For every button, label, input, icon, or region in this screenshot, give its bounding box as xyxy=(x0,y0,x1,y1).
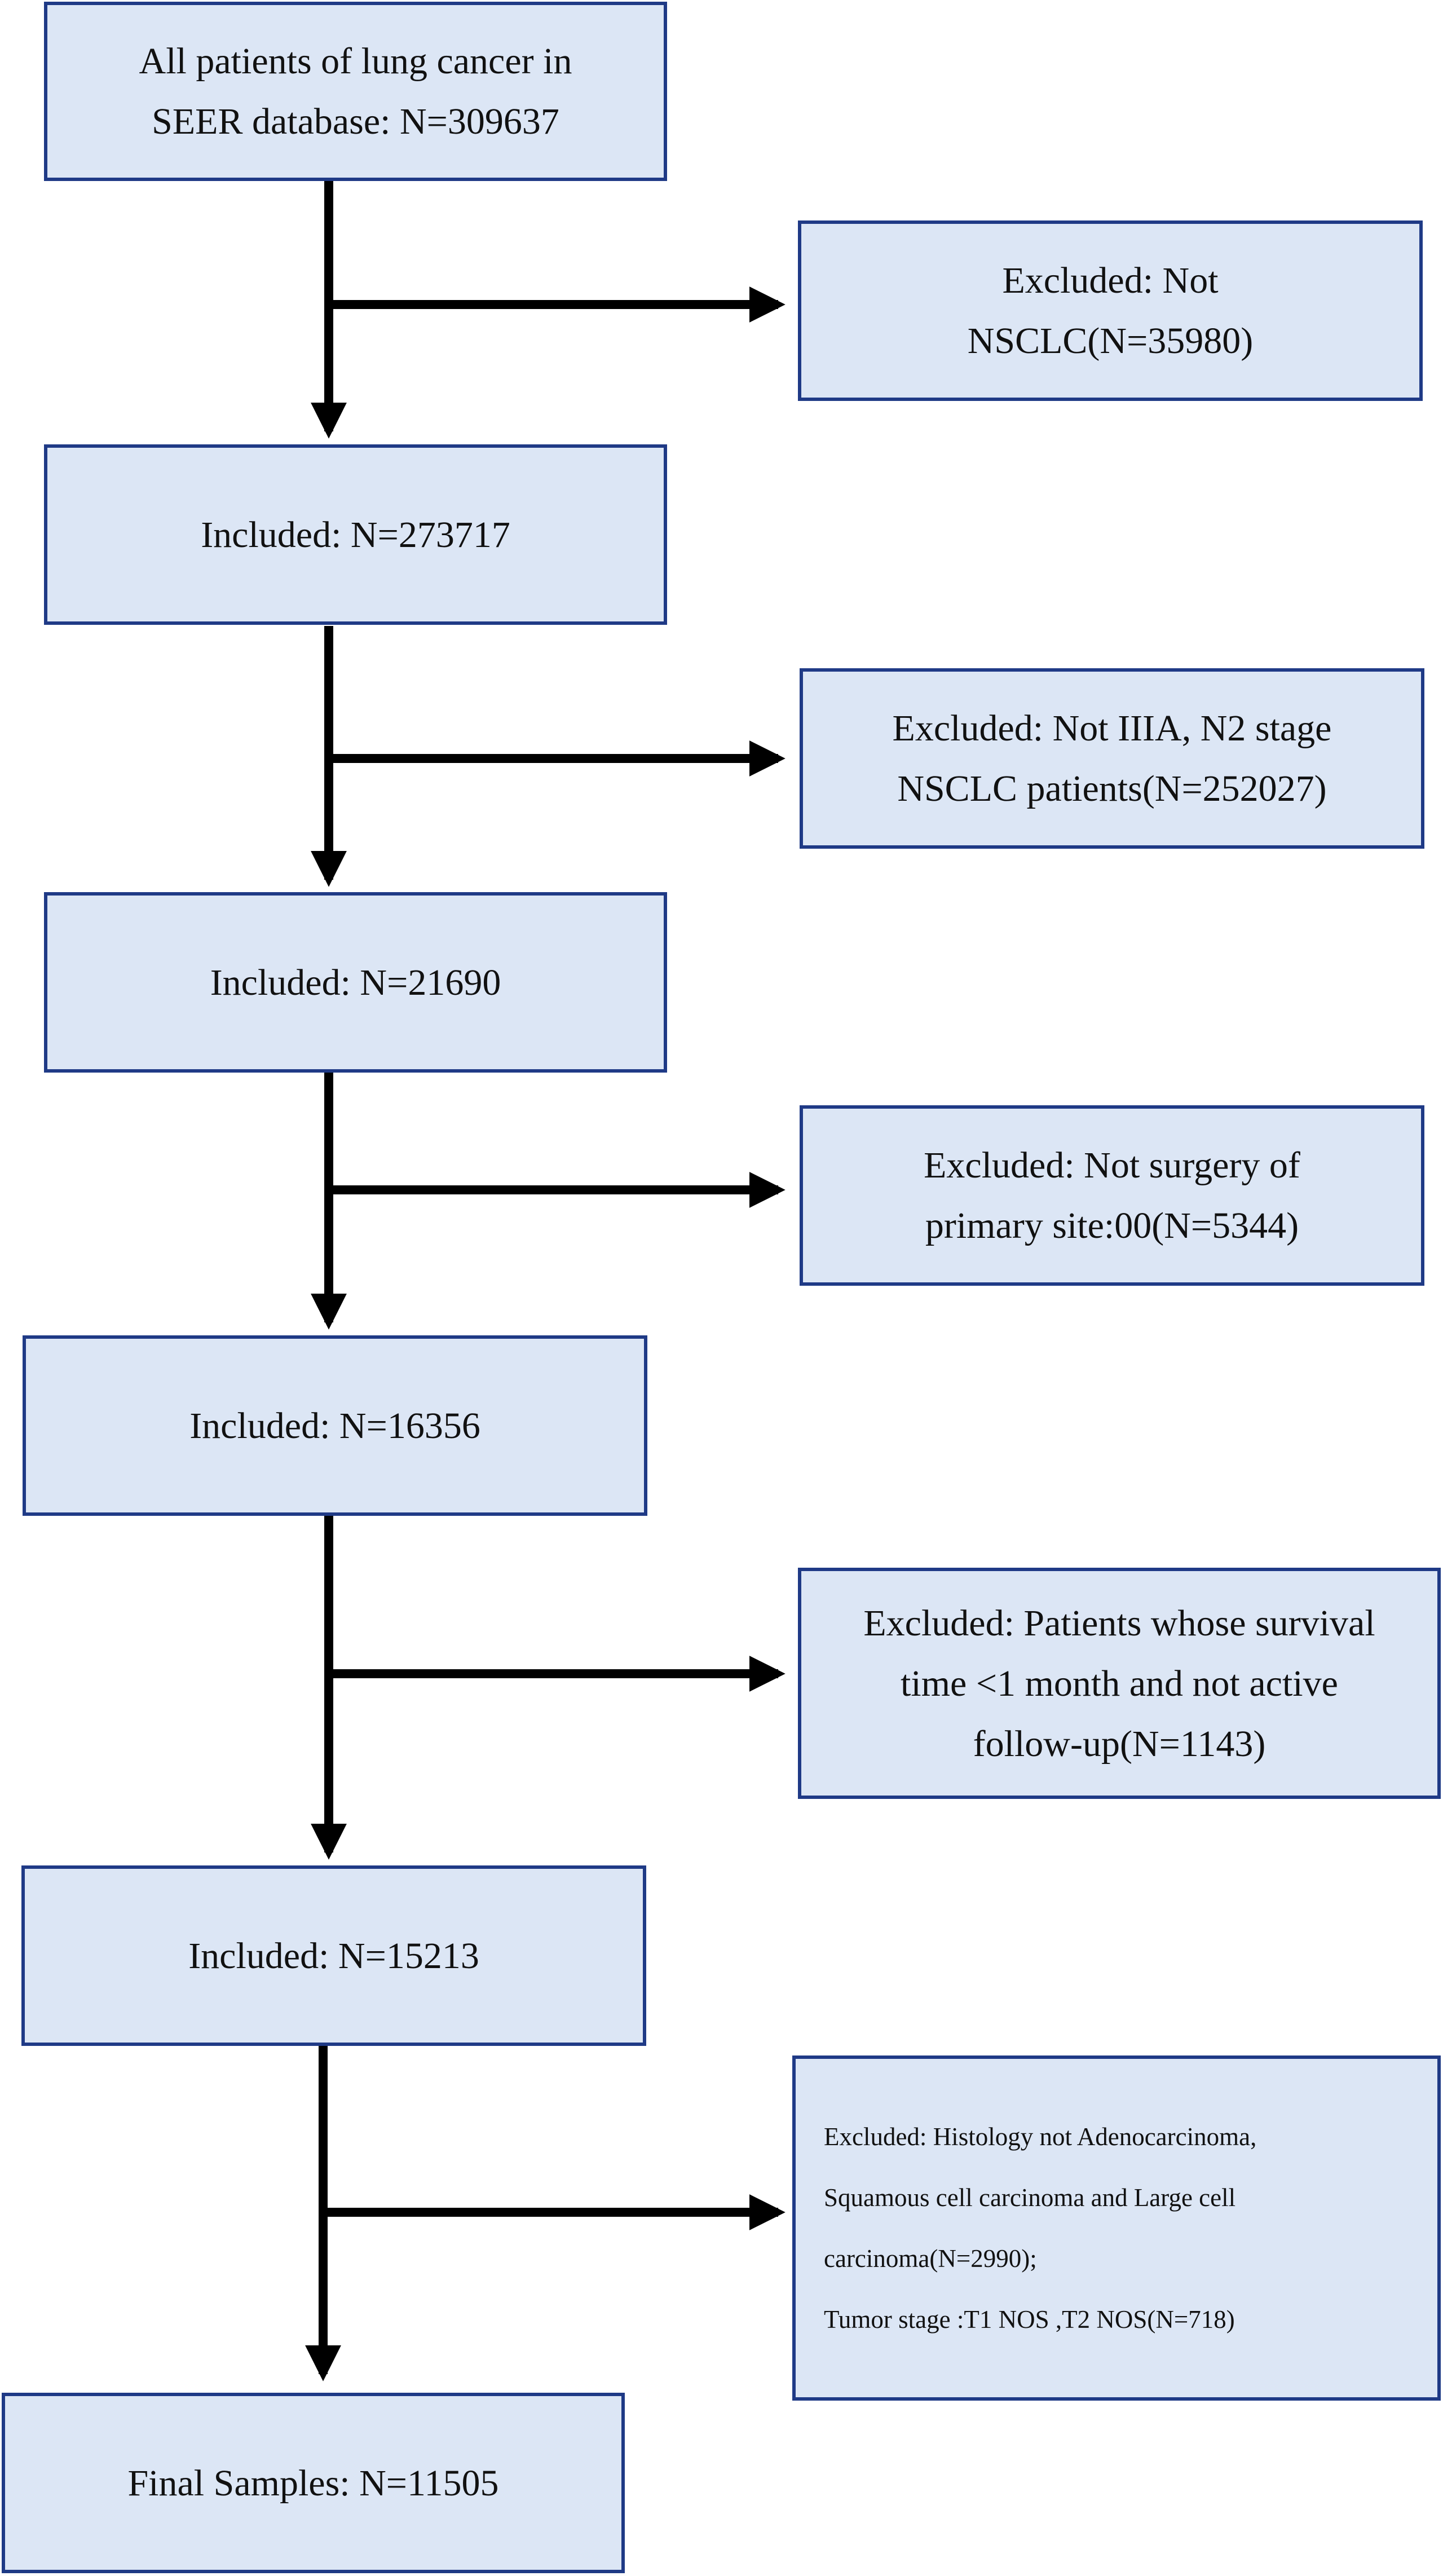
box-excluded-4-text: Excluded: Patients whose survival time <… xyxy=(863,1602,1375,1765)
box-excluded-3-text: Excluded: Not surgery of primary site:00… xyxy=(924,1145,1300,1246)
box-final-samples: Final Samples: N=11505 xyxy=(2,2393,625,2573)
box-excluded-2-text: Excluded: Not IIIA, N2 stage NSCLC patie… xyxy=(892,708,1332,809)
box-included-3-text: Included: N=16356 xyxy=(189,1405,480,1446)
box-excluded-1-text: Excluded: Not NSCLC(N=35980) xyxy=(967,260,1254,361)
box-included-1-text: Included: N=273717 xyxy=(201,514,510,555)
box-included-2: Included: N=21690 xyxy=(44,892,667,1073)
box-excluded-1: Excluded: Not NSCLC(N=35980) xyxy=(798,220,1423,401)
box-final-samples-text: Final Samples: N=11505 xyxy=(127,2462,499,2504)
box-included-4-text: Included: N=15213 xyxy=(188,1935,479,1977)
box-excluded-4: Excluded: Patients whose survival time <… xyxy=(798,1568,1441,1799)
box-included-2-text: Included: N=21690 xyxy=(210,961,501,1003)
box-all-patients-text: All patients of lung cancer in SEER data… xyxy=(139,41,572,142)
box-included-3: Included: N=16356 xyxy=(23,1335,647,1516)
box-excluded-5-text: Excluded: Histology not Adenocarcinoma, … xyxy=(824,2123,1257,2334)
box-excluded-3: Excluded: Not surgery of primary site:00… xyxy=(800,1105,1424,1286)
box-excluded-5: Excluded: Histology not Adenocarcinoma, … xyxy=(792,2055,1441,2401)
box-excluded-2: Excluded: Not IIIA, N2 stage NSCLC patie… xyxy=(800,668,1424,849)
box-all-patients: All patients of lung cancer in SEER data… xyxy=(44,2,667,181)
box-included-1: Included: N=273717 xyxy=(44,444,667,625)
box-included-4: Included: N=15213 xyxy=(21,1865,646,2046)
